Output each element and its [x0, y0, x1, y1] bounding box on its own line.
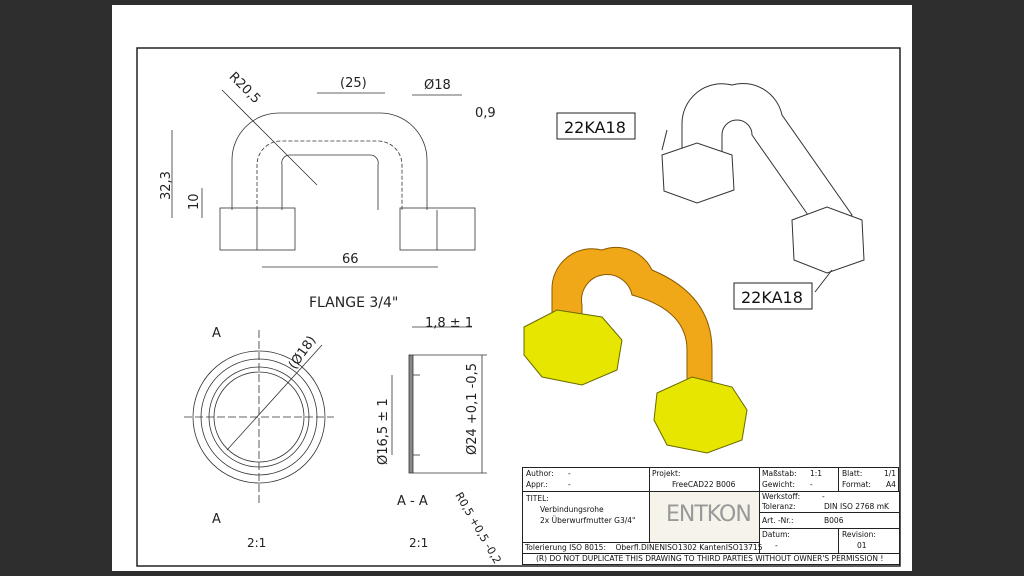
- section-view: [391, 326, 487, 474]
- drawing-canvas: (25) Ø18 0,9 R20,5 32,3 10 66 FLANGE 3/4…: [136, 47, 901, 567]
- appr-value: -: [568, 480, 571, 489]
- dim-1-8: 1,8 ± 1: [425, 316, 473, 331]
- datum-value: -: [775, 541, 778, 550]
- blatt-label: Blatt:: [842, 469, 863, 478]
- dim-r0-5: R0,5 +0,5 -0,2: [452, 490, 503, 566]
- revision-value: 01: [857, 541, 867, 550]
- revision-label: Revision:: [842, 530, 876, 539]
- titel-line-1: Verbindungsrohe: [540, 505, 604, 514]
- artnr-value: B006: [824, 516, 844, 525]
- flange-scale: 2:1: [247, 536, 266, 550]
- toleranz-value: DIN ISO 2768 mK: [824, 502, 889, 511]
- tolerierung-text: Tolerierung ISO 8015: Oberfl.DINENISO130…: [525, 543, 763, 552]
- isometric-outline-view: [661, 82, 865, 293]
- massstab-label: Maßstab:: [762, 469, 797, 478]
- drawing-sheet: (25) Ø18 0,9 R20,5 32,3 10 66 FLANGE 3/4…: [112, 5, 912, 571]
- titel-label: TITEL:: [526, 494, 549, 503]
- dim-32-3: 32,3: [159, 171, 174, 200]
- author-value: -: [568, 469, 571, 478]
- dim-dia18: Ø18: [424, 78, 451, 93]
- toleranz-label: Toleranz:: [762, 502, 796, 511]
- cut-label-a-bottom: A: [212, 512, 221, 527]
- cut-label-a-top: A: [212, 326, 221, 341]
- callout-22ka18-bottom: 22KA18: [741, 288, 803, 307]
- author-label: Author:: [526, 469, 554, 478]
- format-label: Format:: [842, 480, 871, 489]
- front-view: [171, 89, 476, 268]
- dim-0-9: 0,9: [475, 106, 496, 121]
- titel-line-2: 2x Überwurfmutter G3/4": [540, 516, 636, 525]
- blatt-value: 1/1: [884, 469, 897, 478]
- callout-22ka18-top: 22KA18: [564, 118, 626, 137]
- section-title: FLANGE 3/4": [309, 295, 398, 311]
- massstab-value: 1:1: [810, 469, 823, 478]
- dim-25: (25): [340, 76, 367, 91]
- werkstoff-label: Werkstoff:: [762, 492, 801, 501]
- format-value: A4: [886, 480, 896, 489]
- werkstoff-value: -: [822, 492, 825, 501]
- gewicht-value: -: [810, 480, 813, 489]
- dim-66: 66: [342, 252, 359, 267]
- dim-r20-5: R20,5: [226, 69, 263, 106]
- drawing-frame: [136, 47, 901, 567]
- company-logo: ENTKON: [666, 502, 752, 527]
- appr-label: Appr.:: [526, 480, 548, 489]
- section-scale: 2:1: [409, 536, 428, 550]
- projekt-value: FreeCAD22 B006: [672, 480, 736, 489]
- copyright-notice: (R) DO NOT DUPLICATE THIS DRAWING TO THI…: [536, 554, 884, 563]
- projekt-label: Projekt:: [652, 469, 681, 478]
- section-label: A - A: [397, 494, 428, 509]
- flange-view: [184, 330, 334, 505]
- isometric-colored-view: [523, 246, 748, 454]
- artnr-label: Art. -Nr.:: [762, 516, 794, 525]
- datum-label: Datum:: [762, 530, 790, 539]
- dim-dia16-5: Ø16,5 ± 1: [376, 398, 391, 465]
- gewicht-label: Gewicht:: [762, 480, 795, 489]
- dim-dia24: Ø24 +0,1 -0,5: [465, 363, 480, 455]
- dim-10: 10: [187, 193, 202, 210]
